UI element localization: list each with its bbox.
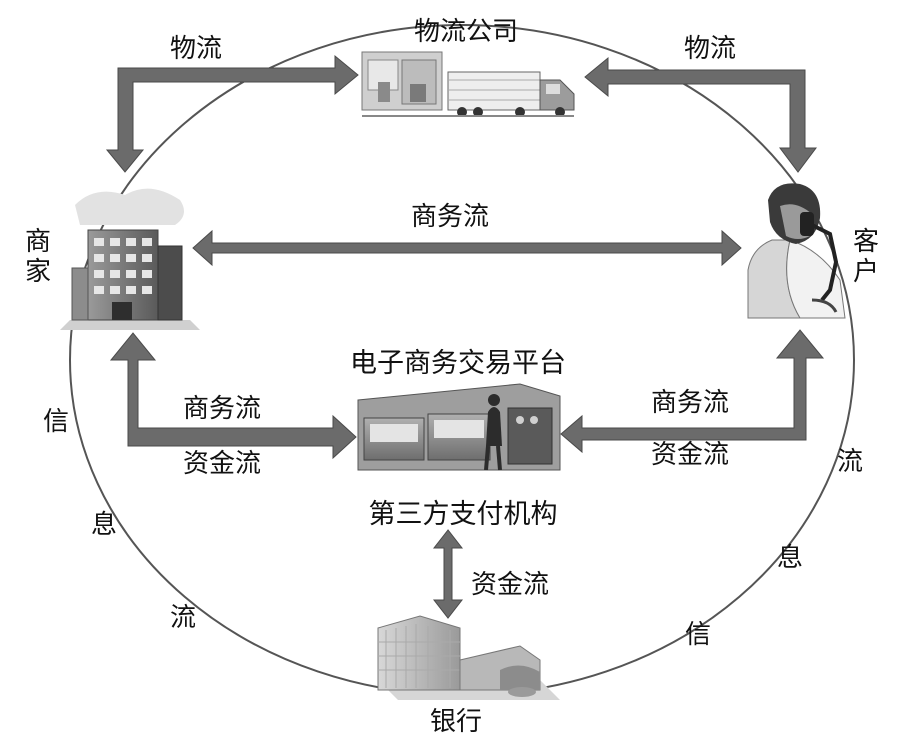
info-flow-left-1: 信 [43, 407, 69, 437]
commerce-flow-label-left: 商务流 [183, 394, 261, 424]
merchant-label-1: 商 [25, 227, 51, 257]
logistics-company-label: 物流公司 [414, 17, 518, 47]
bank-building-icon [377, 615, 560, 700]
commerce-arrow-top [192, 229, 742, 267]
info-flow-left-2: 息 [91, 510, 117, 540]
bank-label: 银行 [430, 707, 482, 737]
customer-label-2: 户 [853, 257, 879, 287]
bank-capital-arrow [432, 529, 464, 619]
merchant-label-2: 家 [25, 257, 51, 287]
commerce-flow-label-right: 商务流 [651, 388, 729, 418]
logistics-flow-label-right: 物流 [684, 34, 736, 64]
customer-label-1: 客 [853, 227, 879, 257]
left-flow-arrow [109, 332, 357, 460]
info-flow-right-1: 流 [837, 447, 863, 477]
machinery-icon [357, 383, 561, 471]
capital-flow-label-left: 资金流 [183, 449, 261, 479]
capital-flow-label-right: 资金流 [651, 440, 729, 470]
logistics-flow-label-left: 物流 [170, 34, 222, 64]
office-building-icon [60, 188, 200, 330]
platform-label: 电子商务交易平台 [350, 348, 566, 379]
info-flow-left-3: 流 [170, 603, 196, 633]
logistics-arrow-left [105, 54, 359, 173]
info-flow-right-2: 息 [777, 543, 803, 573]
phone-customer-icon [747, 183, 846, 319]
info-flow-right-3: 信 [685, 620, 711, 650]
capital-flow-label-bank: 资金流 [471, 570, 549, 600]
third-party-payment-label: 第三方支付机构 [369, 499, 558, 530]
right-flow-arrow [560, 329, 825, 454]
commerce-flow-label-top: 商务流 [411, 202, 489, 232]
logistics-arrow-right [584, 56, 817, 173]
warehouse-truck-icon [361, 51, 575, 117]
